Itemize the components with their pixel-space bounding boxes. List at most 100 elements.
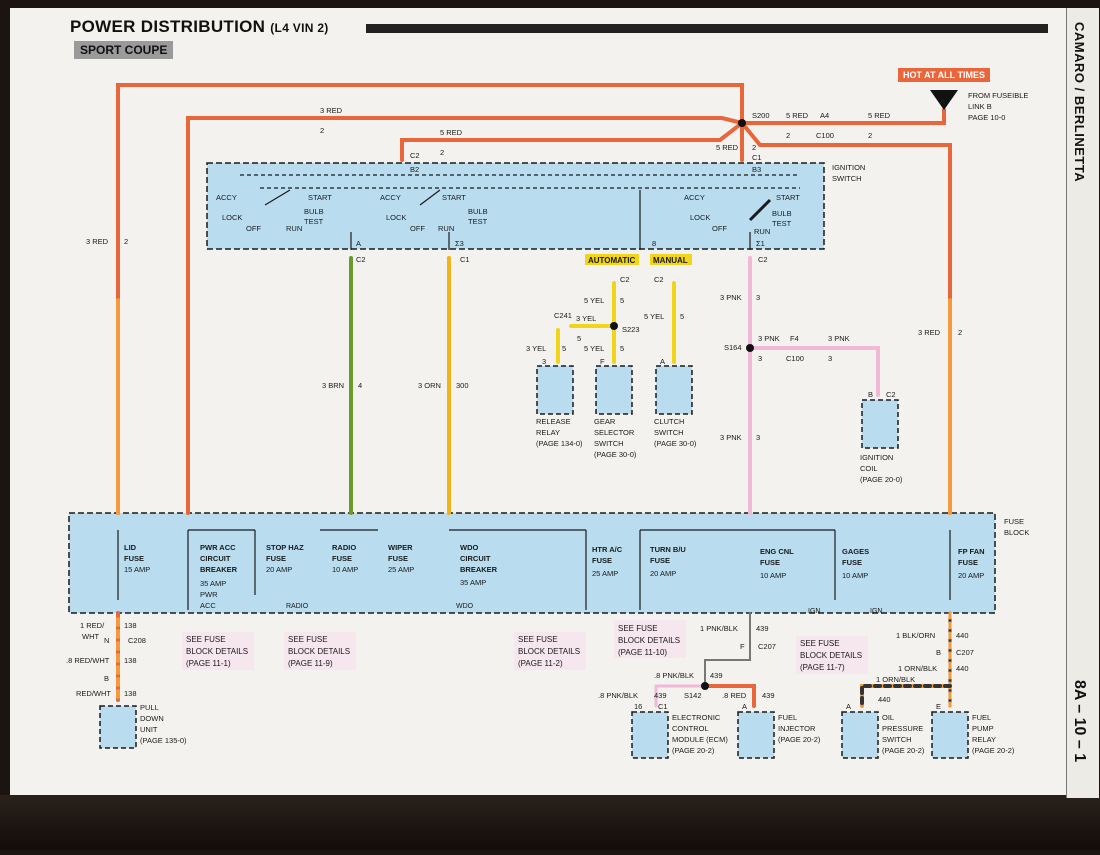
lbl-a4: A4: [820, 111, 829, 120]
details-4-l2: BLOCK DETAILS: [618, 636, 680, 645]
fuse-pwr-l1: PWR ACC: [200, 543, 236, 552]
details-1-l3: (PAGE 11-1): [186, 659, 231, 668]
fuse-wdo-tap: WDO: [456, 603, 474, 610]
lbl-440-c: 440: [878, 695, 891, 704]
details-3-l2: BLOCK DETAILS: [518, 647, 580, 656]
clutch-l2: SWITCH: [654, 428, 684, 437]
sw3-lock: LOCK: [690, 213, 710, 222]
lbl-439-d: 439: [762, 691, 775, 700]
lbl-a-cl: A: [660, 357, 665, 366]
lbl-ign-sw-1: IGNITION: [832, 163, 865, 172]
lbl-f4: F4: [790, 334, 799, 343]
fuse-fp-l1: FP FAN: [958, 547, 985, 556]
gear-selector-l3: SWITCH: [594, 439, 624, 448]
lbl-138-b: 138: [124, 656, 137, 665]
fuse-wdo-l3: BREAKER: [460, 565, 498, 574]
lbl-b-coil: B: [868, 390, 873, 399]
pulldown-l3: UNIT: [140, 725, 158, 734]
fuse-radio-tap: RADIO: [286, 603, 309, 610]
fuse-turn-l1: TURN B/U: [650, 545, 686, 554]
sw1-lock: LOCK: [222, 213, 242, 222]
lbl-5-e: 5: [620, 344, 624, 353]
fuel-pump-relay-box: [931, 711, 969, 759]
lbl-c1-ecm: C1: [658, 702, 668, 711]
fuse-pwr-l3: BREAKER: [200, 565, 238, 574]
inj-l3: (PAGE 20-2): [778, 735, 821, 744]
fuse-gages-rating: 10 AMP: [842, 571, 868, 580]
lbl-n: N: [104, 636, 109, 645]
lbl-8-ign: 8: [652, 239, 656, 248]
lbl-s1: Σ1: [756, 239, 765, 248]
lbl-red5-src: 5 RED: [786, 111, 809, 120]
sw1-test: TEST: [304, 217, 324, 226]
sw2-off: OFF: [410, 224, 425, 233]
oil-l2: PRESSURE: [882, 724, 923, 733]
page-title: POWER DISTRIBUTION (L4 VIN 2): [70, 17, 329, 37]
lbl-c1-top: C1: [752, 153, 762, 162]
fuse-ign-tap-a: IGN: [808, 608, 820, 615]
splice-s142: [701, 682, 709, 690]
lbl-red3-right: 3 RED: [918, 328, 941, 337]
lbl-2-mid: 2: [440, 148, 444, 157]
lbl-16: 16: [634, 702, 642, 711]
title-main: POWER DISTRIBUTION: [70, 17, 266, 36]
details-5-l1: SEE FUSE: [800, 639, 840, 648]
sw3-accy: ACCY: [684, 193, 705, 202]
lbl-source-letter: A: [940, 97, 946, 106]
lbl-pnkblk1: 1 PNK/BLK: [700, 624, 738, 633]
lbl-redwht8: .8 RED/WHT: [66, 656, 110, 665]
fp-l2: PUMP: [972, 724, 994, 733]
fuse-lid-l2: FUSE: [124, 554, 144, 563]
lbl-c2-auto: C2: [620, 275, 630, 284]
coil-l3: (PAGE 20-0): [860, 475, 903, 484]
pnkblk-wire-ecm: [654, 684, 707, 708]
lbl-c2-a: C2: [356, 255, 366, 264]
details-5-l3: (PAGE 11-7): [800, 663, 845, 672]
fuse-turn-l2: FUSE: [650, 556, 670, 565]
fuse-pwr-x1: PWR: [200, 590, 218, 599]
lbl-3-pa: 3: [756, 293, 760, 302]
details-5-bg: [796, 636, 868, 674]
coil-l2: COIL: [860, 464, 878, 473]
header-rule: [366, 24, 1048, 33]
lbl-s200: S200: [752, 111, 770, 120]
lbl-c100-b: C100: [786, 354, 804, 363]
red-wire-injector: [703, 684, 756, 708]
fuse-fp-rating: 20 AMP: [958, 571, 984, 580]
clutch-l1: CLUTCH: [654, 417, 684, 426]
lbl-a-oil: A: [846, 702, 851, 711]
fuse-stop-rating: 20 AMP: [266, 565, 292, 574]
lbl-b-c207: B: [936, 648, 941, 657]
lbl-5-c: 5: [577, 334, 581, 343]
lbl-c2-top: C2: [410, 151, 420, 160]
sw3-test: TEST: [772, 219, 792, 228]
fuse-lid-rating: 15 AMP: [124, 565, 150, 574]
pink-wire-coil: [748, 346, 880, 397]
lbl-red5-mid: 5 RED: [440, 128, 463, 137]
pulldown-l1: PULL: [140, 703, 159, 712]
lbl-c2-man: C2: [654, 275, 664, 284]
lbl-440-a: 440: [956, 631, 969, 640]
automatic-badge: [585, 254, 639, 265]
fuse-radio-l1: RADIO: [332, 543, 356, 552]
coil-l1: IGNITION: [860, 453, 893, 462]
fuse-htr-l1: HTR A/C: [592, 545, 623, 554]
fuse-wiper-rating: 25 AMP: [388, 565, 414, 574]
lbl-red5-c1: 5 RED: [716, 143, 739, 152]
lbl-2-left: 2: [124, 237, 128, 246]
splice-s200: [738, 119, 746, 127]
lbl-b2: B2: [410, 165, 419, 174]
fuse-ign-tap-b: IGN: [870, 608, 882, 615]
fuse-lid-l1: LID: [124, 543, 137, 552]
fuse-wdo-l2: CIRCUIT: [460, 554, 491, 563]
lbl-pnk3-d: 3 PNK: [720, 433, 742, 442]
details-3-l1: SEE FUSE: [518, 635, 558, 644]
sw1-start: START: [308, 193, 332, 202]
ignition-switch-box: [206, 162, 825, 250]
sw1-run: RUN: [286, 224, 302, 233]
lbl-automatic: AUTOMATIC: [588, 256, 635, 265]
lbl-s3: Σ3: [455, 239, 464, 248]
sw2-run: RUN: [438, 224, 454, 233]
hot-at-all-times-badge: HOT AT ALL TIMES: [898, 68, 990, 82]
